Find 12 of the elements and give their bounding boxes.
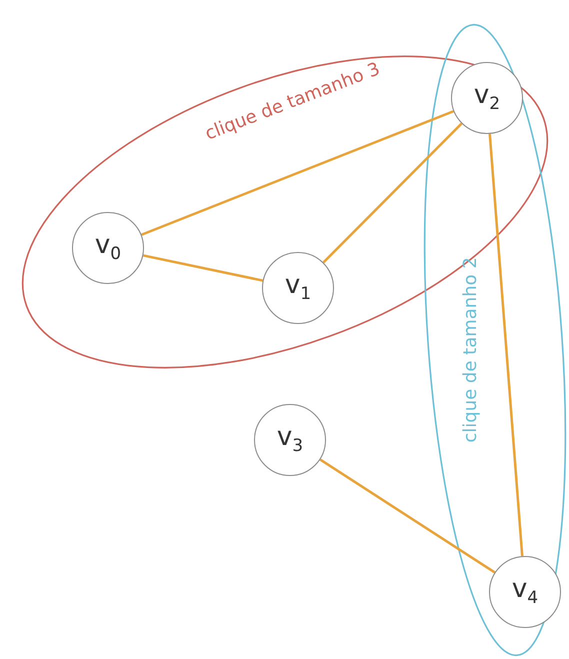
vertex-label: v$_{3}$ bbox=[276, 424, 304, 456]
edge-line bbox=[322, 122, 462, 264]
edge-line bbox=[142, 254, 264, 282]
edge-line bbox=[320, 458, 496, 574]
vertex-label: v$_{4}$ bbox=[512, 576, 538, 608]
group-label: clique de tamanho 2 bbox=[460, 257, 481, 443]
vertex-label: v$_{2}$ bbox=[474, 82, 500, 114]
vertex-label: v$_{1}$ bbox=[284, 272, 312, 304]
vertex-label: v$_{0}$ bbox=[94, 232, 122, 264]
vertex-circle bbox=[451, 62, 523, 134]
edge-line bbox=[488, 134, 524, 556]
edge-line bbox=[141, 110, 454, 236]
